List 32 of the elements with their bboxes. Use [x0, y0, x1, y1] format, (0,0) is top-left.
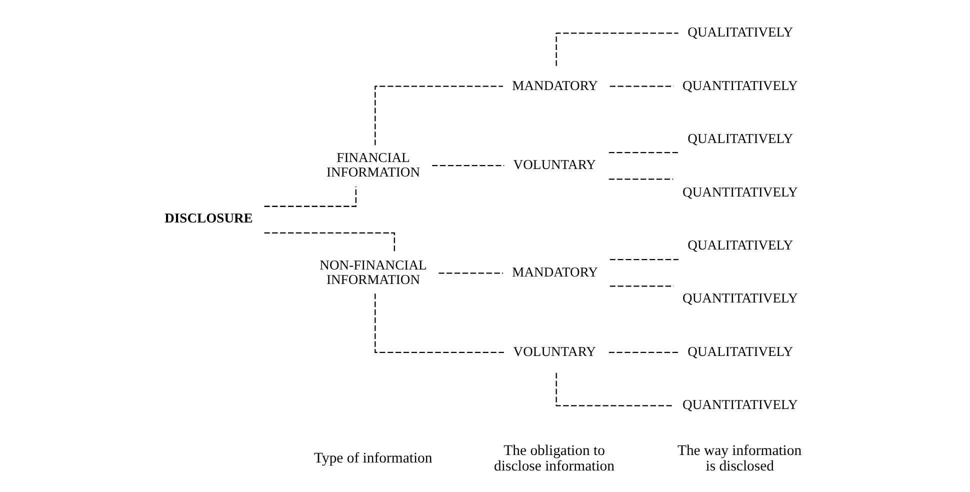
connector — [264, 186, 356, 207]
node-text: QUALITATIVELY — [688, 344, 794, 359]
node-text: DISCLOSURE — [164, 210, 253, 226]
label: Type of information — [314, 450, 432, 467]
node-text: NON-FINANCIAL INFORMATION — [320, 257, 427, 288]
connector — [608, 178, 674, 180]
connector — [438, 272, 504, 274]
connector — [608, 152, 679, 154]
connector — [556, 32, 678, 66]
connector — [432, 165, 504, 166]
node-text: QUALITATIVELY — [688, 238, 794, 253]
connector — [610, 286, 674, 287]
node-text: VOLUNTARY — [513, 157, 596, 172]
node-text: FINANCIAL INFORMATION — [326, 150, 420, 180]
node-text: QUALITATIVELY — [688, 131, 794, 146]
node-text: QUALITATIVELY — [688, 24, 794, 40]
connector — [610, 259, 679, 260]
connector — [264, 232, 395, 253]
connector — [608, 352, 679, 353]
node-text: QUANTITATIVELY — [682, 397, 798, 412]
connector — [374, 294, 504, 353]
node-text: MANDATORY — [512, 264, 598, 280]
connector — [556, 372, 674, 406]
connector — [374, 86, 503, 146]
node-text: QUANTITATIVELY — [682, 184, 798, 200]
label: The way information is disclosed — [677, 442, 802, 475]
node-text: VOLUNTARY — [513, 344, 596, 359]
label: The obligation to disclose information — [494, 442, 615, 475]
connector — [610, 86, 674, 87]
node-text: QUANTITATIVELY — [682, 78, 798, 93]
node-text: QUANTITATIVELY — [682, 290, 798, 306]
node-text: MANDATORY — [512, 78, 598, 93]
